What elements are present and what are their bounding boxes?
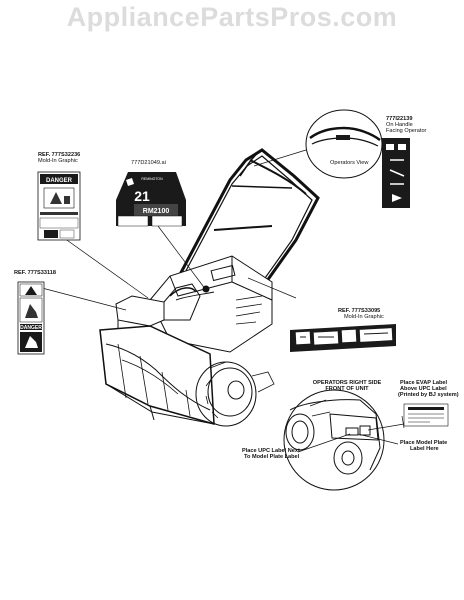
decal-777s32236 (37, 171, 81, 241)
label-model-plate-line2: Label Here (410, 446, 439, 452)
discharge-chute (115, 283, 201, 337)
label-operators-view: Operators View (330, 160, 369, 166)
label-evap-line2: Above UPC Label (400, 386, 447, 392)
front-unit-inset (283, 389, 385, 491)
label-handle-line2: Facing Operator (386, 128, 427, 134)
operators-view-inset (305, 109, 383, 179)
engine-body (149, 255, 273, 353)
label-model-plate-line1: Place Model Plate (400, 440, 448, 446)
decal-777d21049 (116, 172, 186, 227)
label-handle-line1: On Handle (386, 122, 413, 128)
label-777i22139: 777I22139 (386, 116, 413, 122)
decal-danger-word: DANGER (46, 178, 73, 184)
watermark: AppliancePartsPros.com (66, 2, 398, 32)
inset-label-plate (403, 403, 449, 427)
label-ref-777s33095: REF. 777S33095 (338, 308, 381, 314)
label-evap-line1: Place EVAP Label (400, 380, 448, 386)
label-upc-line2: To Model Plate Label (244, 454, 300, 460)
label-front-of-unit: FRONT OF UNIT (325, 386, 369, 392)
decal-777s33095 (290, 324, 396, 352)
label-operators-right-side: OPERATORS RIGHT SIDE (312, 380, 382, 386)
label-upc-line1: Place UPC Label Next (242, 448, 300, 454)
label-777d21049: 777D21049.ai (131, 160, 166, 166)
label-ref-777s32236: REF. 777S32236 (38, 152, 81, 158)
label-ref-777s33095-sub: Mold-In Graphic (344, 314, 384, 320)
decal-777s33118 (17, 281, 45, 355)
label-evap-line3: (Printed by BJ system) (398, 392, 459, 398)
decal-big-number: 21 (134, 188, 150, 204)
inset-leaders (297, 415, 405, 453)
decal-danger-word-2: DANGER (20, 325, 42, 331)
auger-housing (99, 325, 215, 426)
leader-lines (41, 149, 307, 311)
decal-model-name: RM2100 (143, 208, 170, 215)
decal-777i22139 (382, 138, 410, 208)
label-ref-777s33118: REF. 777S33118 (14, 270, 56, 276)
decal-brand: REMINGTON (141, 177, 163, 181)
wheel (195, 361, 275, 427)
label-ref-777s32236-sub: Mold-In Graphic (38, 158, 78, 164)
